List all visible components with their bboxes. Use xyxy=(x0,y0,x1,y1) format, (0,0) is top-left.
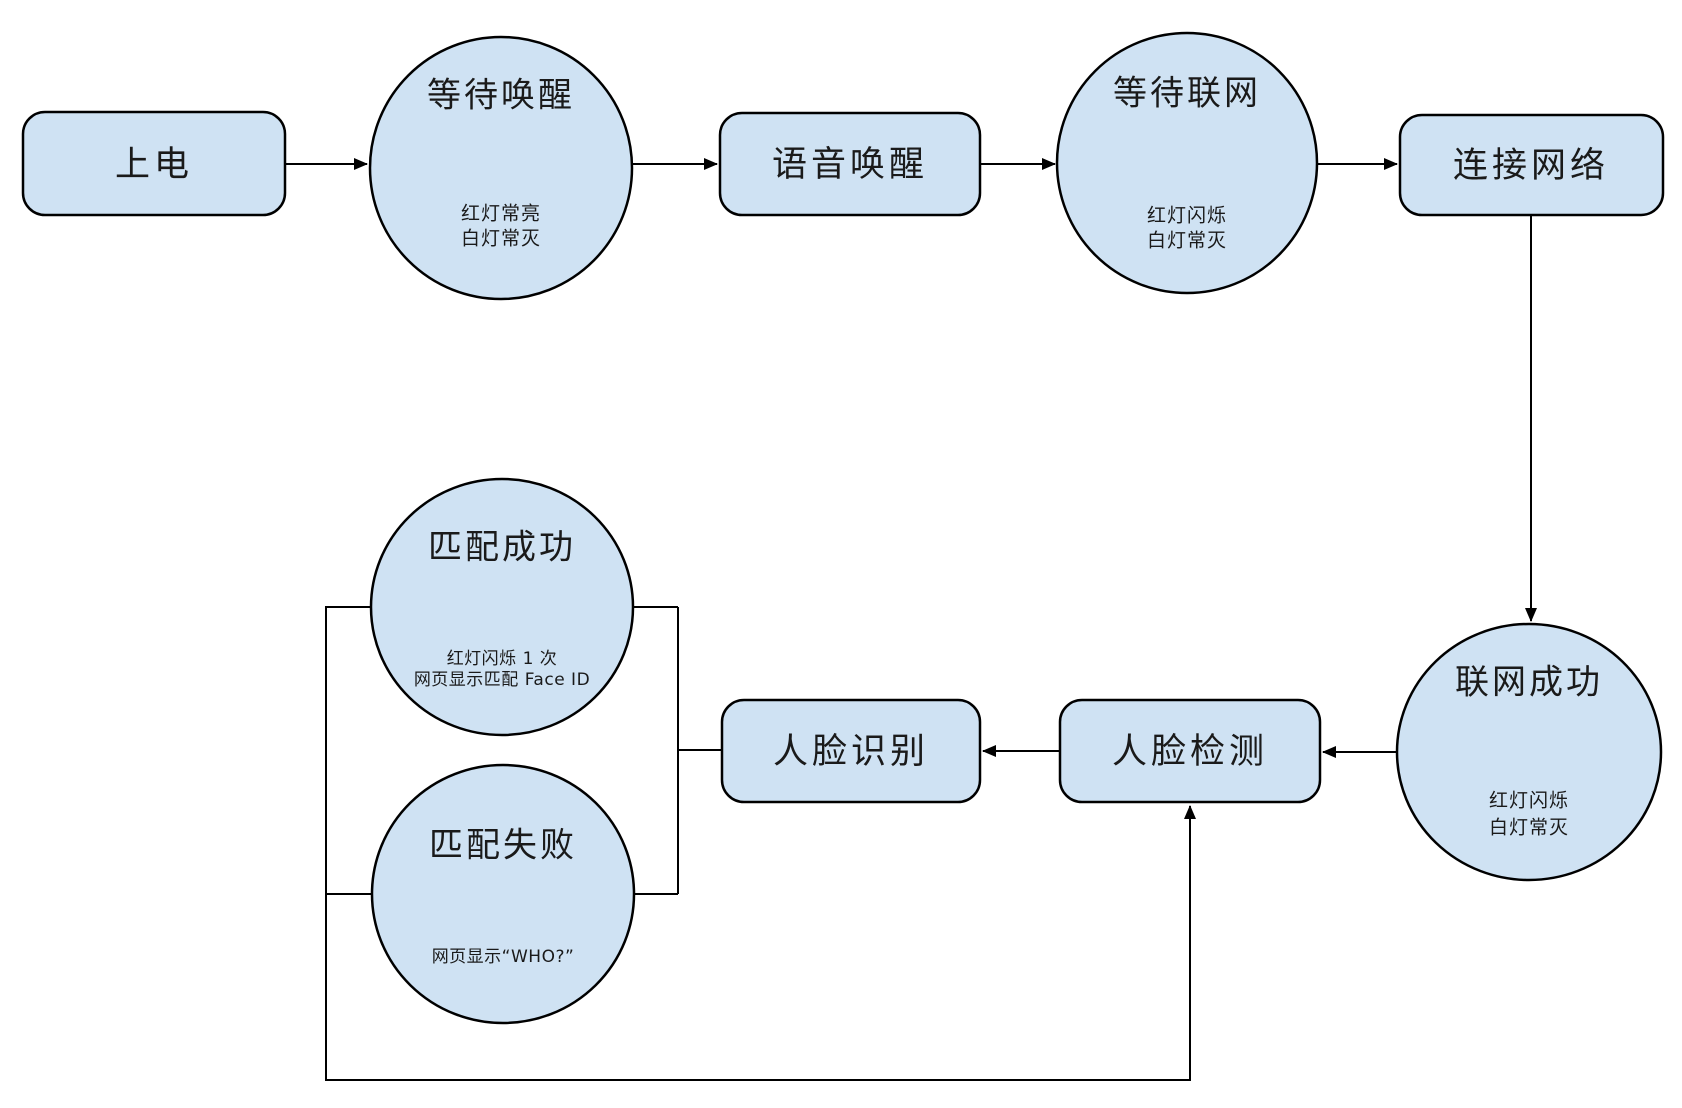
node-face-detect: 人脸检测 xyxy=(1058,698,1322,804)
wait-wake-sub2: 白灯常灭 xyxy=(461,228,541,250)
node-match-fail: 匹配失败 网页显示“WHO?” xyxy=(370,763,636,1025)
wait-network-sub1: 红灯闪烁 xyxy=(1147,205,1227,227)
wait-wake-circle xyxy=(368,35,634,301)
node-power-on: 上电 xyxy=(21,110,287,217)
node-connect-network: 连接网络 xyxy=(1398,113,1665,217)
match-success-circle xyxy=(369,477,635,737)
power-on-label: 上电 xyxy=(115,145,193,185)
face-recognize-box xyxy=(720,698,982,804)
network-success-label: 联网成功 xyxy=(1455,663,1603,703)
match-fail-label: 匹配失败 xyxy=(429,826,577,866)
face-detect-box xyxy=(1058,698,1322,804)
wait-network-circle xyxy=(1055,31,1319,295)
face-recognize-label: 人脸识别 xyxy=(773,732,929,772)
match-fail-sub1: 网页显示“WHO?” xyxy=(432,947,575,967)
node-network-success: 联网成功 红灯闪烁 白灯常灭 xyxy=(1395,622,1663,882)
wait-network-label: 等待联网 xyxy=(1113,74,1261,114)
connect-network-label: 连接网络 xyxy=(1453,146,1609,186)
match-success-sub2: 网页显示匹配 Face ID xyxy=(414,670,590,690)
node-face-recognize: 人脸识别 xyxy=(720,698,982,804)
voice-wake-box xyxy=(718,111,982,217)
branch-bracket-right xyxy=(634,606,722,895)
node-wait-network: 等待联网 红灯闪烁 白灯常灭 xyxy=(1055,31,1319,295)
face-detect-label: 人脸检测 xyxy=(1112,732,1268,772)
power-on-box xyxy=(21,110,287,217)
voice-wake-label: 语音唤醒 xyxy=(772,145,928,185)
network-success-sub1: 红灯闪烁 xyxy=(1489,790,1569,812)
network-success-circle xyxy=(1395,622,1663,882)
connect-network-box xyxy=(1398,113,1665,217)
wait-wake-label: 等待唤醒 xyxy=(427,76,575,116)
node-voice-wake: 语音唤醒 xyxy=(718,111,982,217)
node-match-success: 匹配成功 红灯闪烁 1 次 网页显示匹配 Face ID xyxy=(369,477,635,737)
match-success-sub1: 红灯闪烁 1 次 xyxy=(447,649,558,669)
network-success-sub2: 白灯常灭 xyxy=(1489,817,1569,839)
loop-line-back-to-facedetect xyxy=(325,606,1196,1081)
match-fail-circle xyxy=(370,763,636,1025)
match-success-label: 匹配成功 xyxy=(428,528,576,568)
node-wait-wake: 等待唤醒 红灯常亮 白灯常灭 xyxy=(368,35,634,301)
wait-network-sub2: 白灯常灭 xyxy=(1147,230,1227,252)
wait-wake-sub1: 红灯常亮 xyxy=(461,203,541,225)
